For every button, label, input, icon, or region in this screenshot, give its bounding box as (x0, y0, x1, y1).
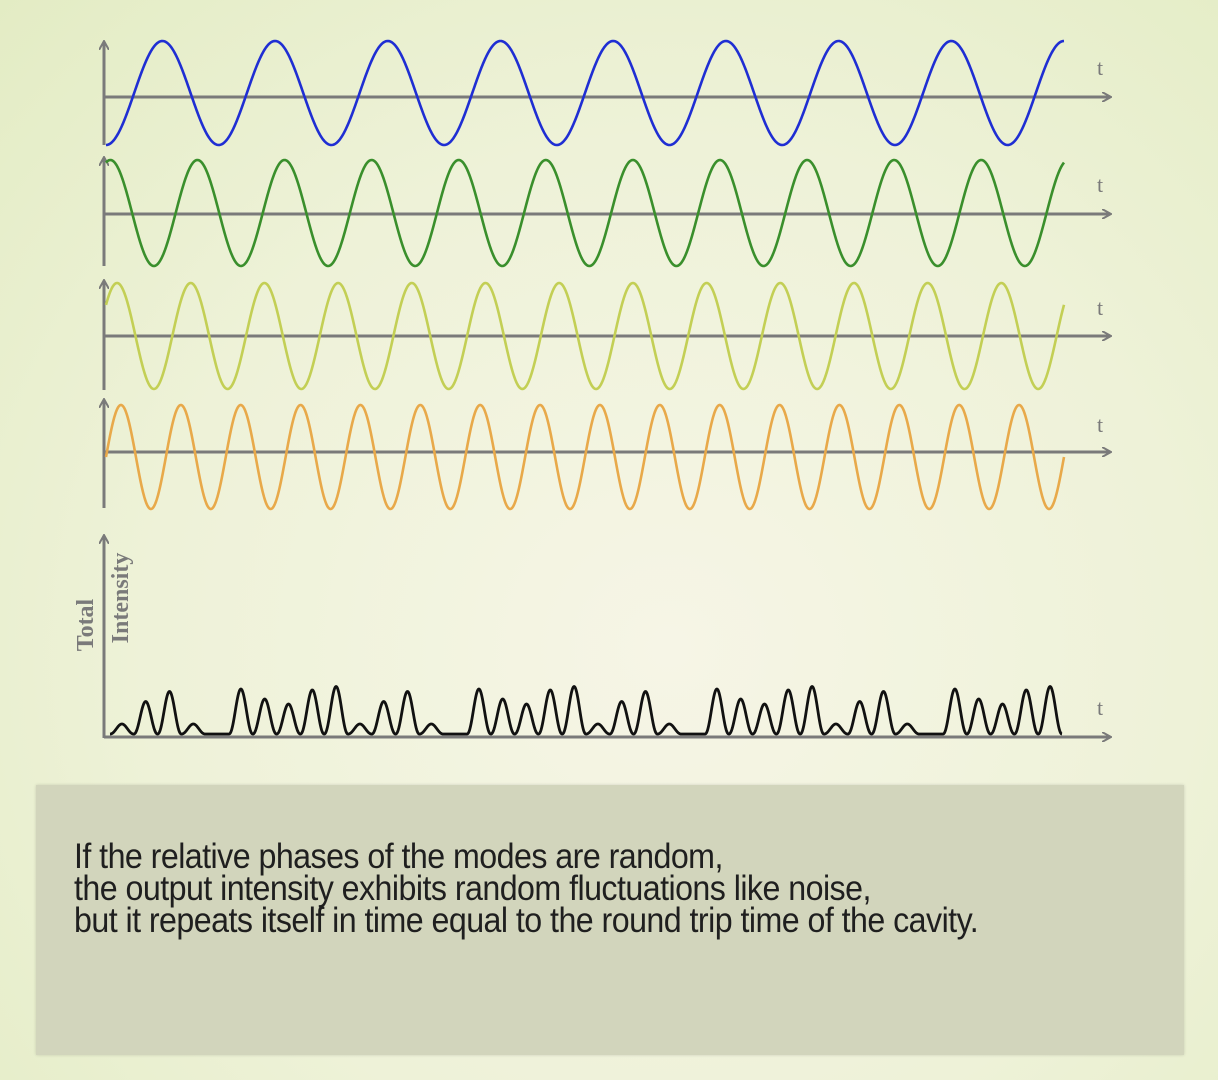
mode-diagram: t t t t t Total Intensity (73, 39, 1218, 780)
caption-text: If the relative phases of the modes are … (74, 837, 1086, 940)
caption-line-2: the output intensity exhibits random flu… (74, 869, 871, 908)
mode-1-time-label: t (1097, 55, 1103, 80)
mode-1-panel: t (104, 39, 1110, 147)
mode-3-time-label: t (1097, 295, 1103, 320)
mode-2-time-label: t (1097, 172, 1103, 197)
intensity-wave (109, 685, 1063, 736)
mode-1-wave (105, 39, 1065, 147)
caption-line-3: but it repeats itself in time equal to t… (74, 901, 979, 940)
caption-line-1: If the relative phases of the modes are … (74, 837, 723, 876)
intensity-ylabel-intensity: Intensity (108, 553, 134, 644)
mode-2-wave (105, 158, 1066, 268)
intensity-panel: t Total Intensity (73, 536, 1110, 738)
intensity-time-label: t (1097, 695, 1103, 720)
intensity-ylabel-total: Total (73, 598, 99, 651)
mode-3-panel: t (104, 281, 1110, 391)
mode-3-wave (104, 281, 1066, 391)
mode-4-time-label: t (1097, 412, 1103, 437)
mode-4-wave (104, 403, 1066, 511)
mode-4-panel: t (104, 400, 1110, 511)
mode-2-panel: t (104, 158, 1110, 268)
caption-box: If the relative phases of the modes are … (36, 785, 1184, 1055)
